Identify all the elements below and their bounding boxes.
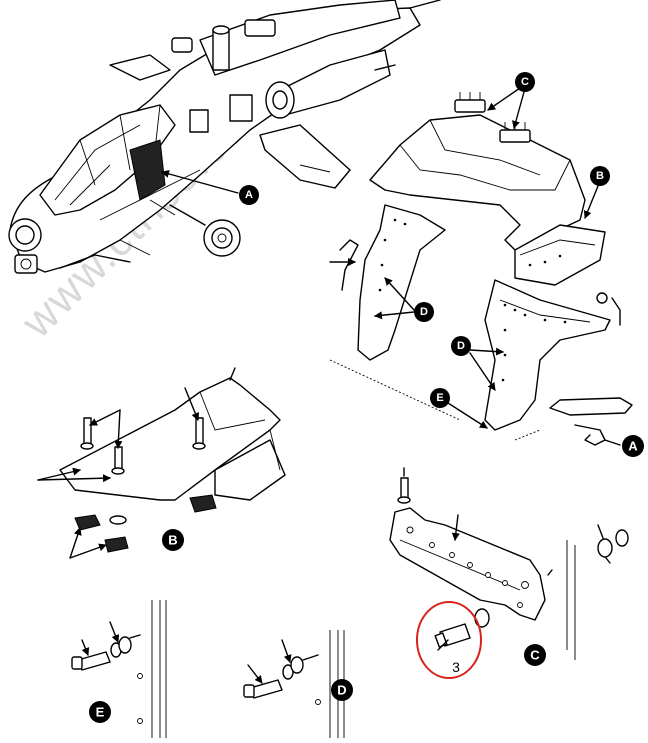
view-a-label: A [628, 439, 638, 454]
callout-c-top: C [515, 72, 535, 92]
view-e-hardware [71, 600, 167, 738]
leader-arrows-view-b [37, 367, 236, 559]
callout-d-lower: D [451, 336, 471, 356]
view-d-hardware [243, 630, 345, 738]
leader-arrows-view-d [247, 639, 319, 684]
callout-d-label: D [420, 306, 428, 318]
leader-arrows-view-e [81, 621, 141, 656]
view-label-b: B [162, 529, 184, 551]
callout-b-top: B [590, 166, 610, 186]
callout-a-helicopter: A [239, 185, 259, 205]
callout-c-label: C [521, 76, 529, 88]
item-number-label: 3 [452, 659, 460, 675]
leader-arrows-assembly [329, 87, 621, 446]
callout-e-top: E [430, 388, 450, 408]
leader-arrows-view-c [403, 467, 611, 651]
view-b-label: B [168, 533, 177, 548]
fairing-assembly [329, 92, 633, 446]
highlight-ellipse-item-3 [416, 601, 482, 679]
callout-e-label: E [436, 392, 443, 404]
view-e-label: E [96, 705, 105, 720]
callout-b-label: B [596, 170, 604, 182]
view-label-e: E [89, 701, 111, 723]
view-label-a: A [622, 435, 644, 457]
callout-d-label-2: D [457, 340, 465, 352]
helicopter-drawing [8, 0, 441, 274]
view-b-bracket [59, 377, 286, 553]
callout-d-upper: D [414, 302, 434, 322]
view-c-label: C [530, 648, 540, 663]
view-label-c: C [524, 644, 546, 666]
callout-a-label: A [245, 189, 253, 201]
view-c-bracket [389, 477, 629, 660]
leader-arrow-a-helicopter [161, 170, 239, 194]
view-d-label: D [337, 683, 346, 698]
view-label-d: D [331, 679, 353, 701]
screw-hardware-b [74, 417, 217, 553]
